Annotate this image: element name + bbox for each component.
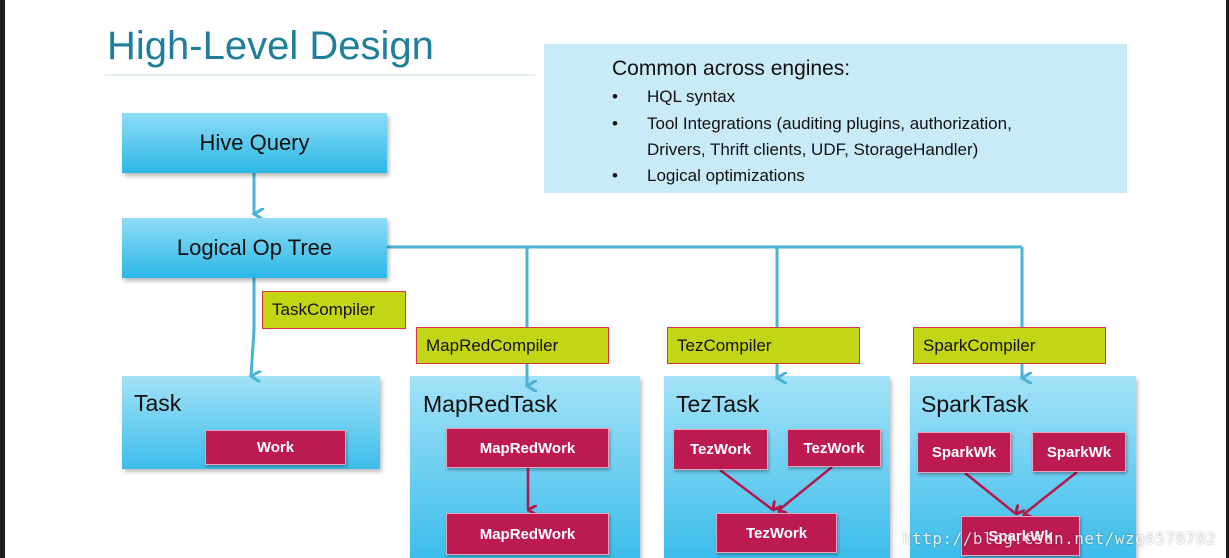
logical-op-tree-box: Logical Op Tree	[122, 218, 387, 278]
arrow-sparkwk-right	[1024, 471, 1078, 514]
bullet-tool-integrations-cont: Drivers, Thrift clients, UDF, StorageHan…	[647, 140, 979, 159]
common-across-engines-callout	[544, 44, 1127, 193]
teztask-title: TezTask	[676, 391, 760, 417]
callout-heading: Common across engines:	[612, 57, 851, 80]
task-work-box: Work	[205, 430, 346, 465]
window-frame-left	[0, 0, 5, 558]
arrow-tezwork-right	[779, 466, 833, 510]
mapredcompiler-label: MapRedCompiler	[416, 327, 609, 364]
sparkwk-box-left: SparkWk	[917, 432, 1011, 473]
task-title: Task	[134, 390, 182, 416]
hive-query-box: Hive Query	[122, 113, 387, 173]
arrow-sparkwk-left	[964, 472, 1016, 514]
sparkcompiler-label: SparkCompiler	[913, 327, 1106, 364]
watermark-url: http://blog.csdn.net/wzq6578702	[902, 529, 1217, 548]
bullet-logical-optimizations: Logical optimizations	[647, 166, 805, 185]
bullet-icon: •	[612, 87, 618, 106]
tezwork-box-bottom: TezWork	[716, 513, 837, 553]
window-frame-right	[1226, 0, 1229, 558]
arrow-tezwork-left	[719, 469, 773, 510]
mapredtask-title: MapRedTask	[423, 391, 558, 417]
sparkwk-box-right: SparkWk	[1032, 432, 1126, 472]
sparktask-title: SparkTask	[921, 391, 1029, 417]
arrow-logical-to-task	[251, 278, 254, 376]
mapredwork-box-1: MapRedWork	[446, 428, 609, 468]
bullet-icon: •	[612, 166, 618, 185]
slide-title: High-Level Design	[107, 24, 434, 68]
tezwork-box-right: TezWork	[787, 429, 881, 467]
mapredwork-box-2: MapRedWork	[446, 513, 609, 555]
tezwork-box-left: TezWork	[673, 429, 768, 470]
title-underline	[105, 74, 535, 76]
tezcompiler-label: TezCompiler	[667, 327, 860, 364]
bullet-tool-integrations: Tool Integrations (auditing plugins, aut…	[647, 114, 1012, 133]
bullet-hql-syntax: HQL syntax	[647, 87, 736, 106]
sparkwk-box-bottom: SparkWk	[961, 516, 1080, 556]
bullet-icon: •	[612, 114, 618, 133]
taskcompiler-label: TaskCompiler	[262, 291, 406, 329]
